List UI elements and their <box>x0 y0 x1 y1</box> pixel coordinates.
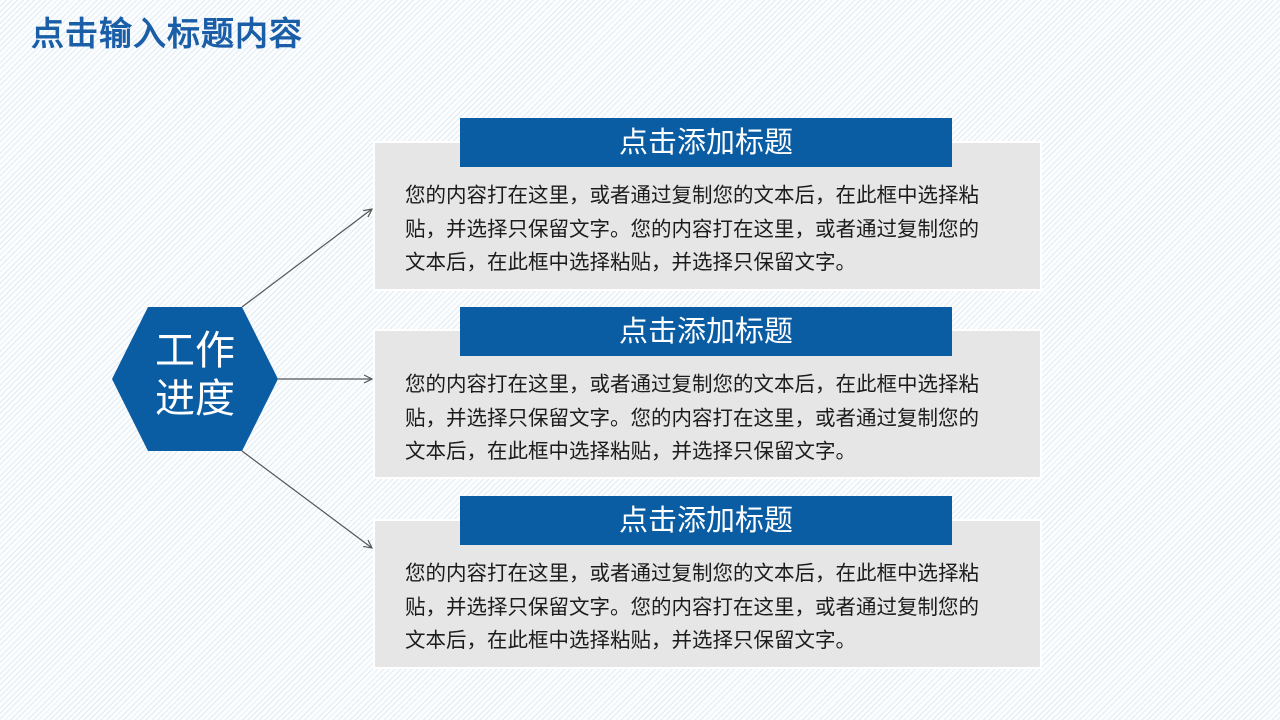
card-1-line-1: 您的内容打在这里，或者通过复制您的文本后，在此框中选择粘 <box>405 183 979 207</box>
card-3-line-1: 您的内容打在这里，或者通过复制您的文本后，在此框中选择粘 <box>405 561 979 585</box>
center-hexagon[interactable] <box>112 307 278 451</box>
card-3-line-3: 文本后，在此框中选择粘贴，并选择只保留文字。 <box>405 628 856 652</box>
card-2-line-1: 您的内容打在这里，或者通过复制您的文本后，在此框中选择粘 <box>405 372 979 396</box>
card-1-heading[interactable]: 点击添加标题 <box>460 118 952 167</box>
card-1-line-2: 贴，并选择只保留文字。您的内容打在这里，或者通过复制您的 <box>405 216 979 241</box>
card-1: 点击添加标题 您的内容打在这里，或者通过复制您的文本后，在此框中选择粘 贴，并选… <box>373 118 1042 293</box>
center-label: 工作 进度 <box>112 327 278 423</box>
arrow-to-card-3 <box>241 450 372 548</box>
card-3-body[interactable]: 您的内容打在这里，或者通过复制您的文本后，在此框中选择粘 贴，并选择只保留文字。… <box>405 557 1015 658</box>
card-2: 点击添加标题 您的内容打在这里，或者通过复制您的文本后，在此框中选择粘 贴，并选… <box>373 307 1042 482</box>
card-1-line-3: 文本后，在此框中选择粘贴，并选择只保留文字。 <box>405 250 856 274</box>
center-label-line2: 进度 <box>155 376 235 422</box>
arrow-to-card-1 <box>241 209 372 308</box>
card-3-line-2: 贴，并选择只保留文字。您的内容打在这里，或者通过复制您的 <box>405 594 979 619</box>
center-label-line1: 工作 <box>155 328 235 374</box>
card-1-body[interactable]: 您的内容打在这里，或者通过复制您的文本后，在此框中选择粘 贴，并选择只保留文字。… <box>405 179 1015 280</box>
card-2-heading[interactable]: 点击添加标题 <box>460 307 952 356</box>
page-title[interactable]: 点击输入标题内容 <box>31 14 303 53</box>
card-2-body[interactable]: 您的内容打在这里，或者通过复制您的文本后，在此框中选择粘 贴，并选择只保留文字。… <box>405 368 1015 469</box>
card-3-heading[interactable]: 点击添加标题 <box>460 496 952 545</box>
card-2-line-2: 贴，并选择只保留文字。您的内容打在这里，或者通过复制您的 <box>405 405 979 430</box>
card-3: 点击添加标题 您的内容打在这里，或者通过复制您的文本后，在此框中选择粘 贴，并选… <box>373 496 1042 671</box>
card-2-line-3: 文本后，在此框中选择粘贴，并选择只保留文字。 <box>405 439 856 463</box>
